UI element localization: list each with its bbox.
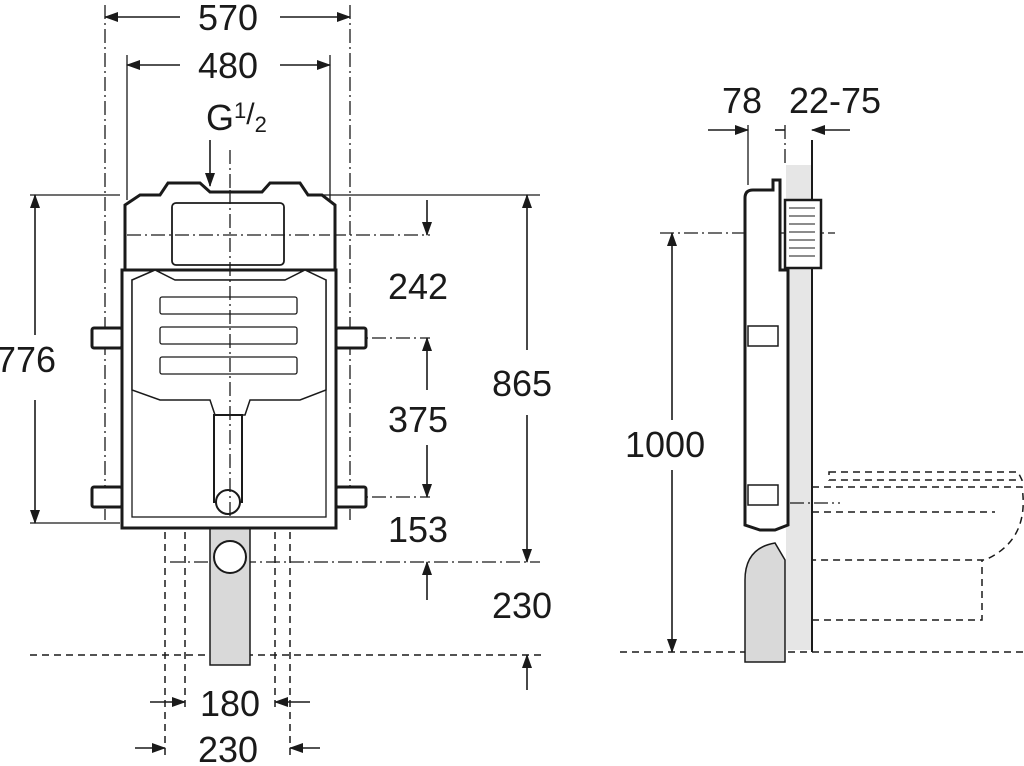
dim-375: 375 [388, 399, 448, 440]
side-view: 78 22-75 1000 [620, 80, 1024, 663]
dim-480: 480 [198, 45, 258, 86]
dim-153: 153 [388, 509, 448, 550]
dim-22-75: 22-75 [789, 80, 881, 121]
dim-180: 180 [200, 683, 260, 724]
inlet-label-den: 2 [255, 112, 267, 137]
inlet-label: G1/2 [206, 97, 267, 138]
dim-78: 78 [722, 80, 762, 121]
flush-opening [171, 202, 285, 266]
side-cistern [743, 178, 790, 532]
dim-776: 776 [0, 339, 56, 380]
dim-230-floor: 230 [492, 585, 552, 626]
front-view: 570 480 G1/2 776 865 242 375 153 230 180… [0, 0, 552, 766]
dim-865: 865 [492, 363, 552, 404]
dim-242: 242 [388, 266, 448, 307]
tank [131, 269, 327, 416]
side-outlet-pipe [744, 542, 786, 663]
inlet-label-num: 1 [234, 98, 246, 123]
dim-1000: 1000 [625, 424, 705, 465]
dim-570: 570 [198, 0, 258, 38]
inlet-label-g: G [206, 97, 234, 138]
dim-230-outlet: 230 [198, 729, 258, 766]
